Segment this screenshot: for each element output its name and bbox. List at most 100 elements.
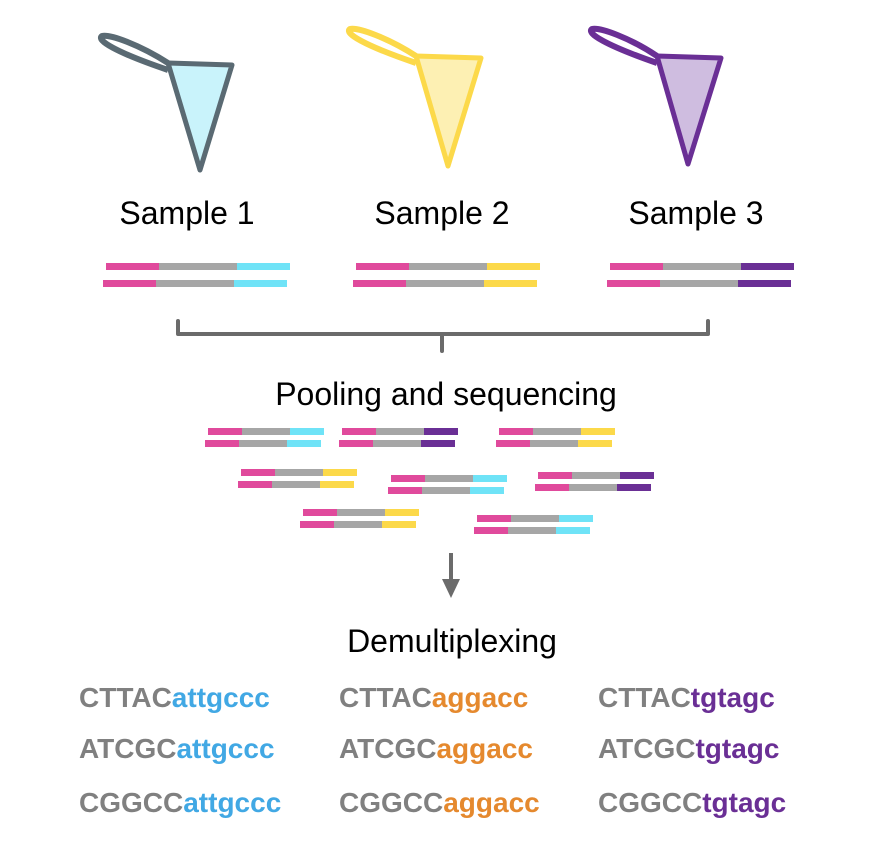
insert-segment — [239, 440, 287, 447]
adapter-segment — [342, 428, 376, 435]
insert-segment — [242, 428, 290, 435]
barcode-segment — [234, 280, 287, 287]
adapter-segment — [538, 472, 572, 479]
barcode-segment — [487, 263, 540, 270]
sequence-barcode: attgccc — [183, 787, 281, 818]
sample-3-label: Sample 3 — [628, 195, 763, 231]
sequence-prefix: CGGCC — [339, 787, 443, 818]
insert-segment — [530, 440, 578, 447]
barcode-segment — [556, 527, 590, 534]
barcode-segment — [578, 440, 612, 447]
insert-segment — [422, 487, 470, 494]
adapter-segment — [205, 440, 239, 447]
tube-sample-1 — [97, 32, 235, 173]
barcode-segment — [470, 487, 504, 494]
insert-segment — [156, 280, 234, 287]
sequence-r1-c1: CTTACattgccc — [79, 682, 270, 713]
insert-segment — [533, 428, 581, 435]
barcode-segment — [581, 428, 615, 435]
insert-segment — [508, 527, 556, 534]
adapter-segment — [106, 263, 159, 270]
barcode-segment — [320, 481, 354, 488]
barcode-segment — [738, 280, 791, 287]
tube-sample-2 — [345, 25, 484, 169]
sequence-r3-c3: CGGCCtgtagc — [598, 787, 786, 818]
adapter-segment — [496, 440, 530, 447]
insert-segment — [511, 515, 559, 522]
sample-2-label: Sample 2 — [374, 195, 509, 231]
pooling-label: Pooling and sequencing — [275, 376, 617, 412]
sequence-r1-c2: CTTACaggacc — [339, 682, 528, 713]
adapter-segment — [607, 280, 660, 287]
barcode-segment — [484, 280, 537, 287]
sequence-r3-c1: CGGCCattgccc — [79, 787, 281, 818]
sequence-r1-c3: CTTACtgtagc — [598, 682, 775, 713]
insert-segment — [569, 484, 617, 491]
pooled-reads — [205, 428, 654, 534]
insert-segment — [159, 263, 237, 270]
insert-segment — [376, 428, 424, 435]
barcode-segment — [385, 509, 419, 516]
barcode-segment — [617, 484, 651, 491]
sequence-barcode: attgccc — [176, 733, 274, 764]
barcode-segment — [424, 428, 458, 435]
insert-segment — [272, 481, 320, 488]
adapter-segment — [303, 509, 337, 516]
adapter-segment — [238, 481, 272, 488]
adapter-segment — [499, 428, 533, 435]
adapter-segment — [300, 521, 334, 528]
pooled-read-pair — [300, 509, 419, 528]
down-arrow-icon — [442, 553, 460, 598]
sequence-barcode: aggacc — [436, 733, 533, 764]
insert-segment — [373, 440, 421, 447]
sequence-barcode: aggacc — [443, 787, 540, 818]
sequence-prefix: CTTAC — [79, 682, 172, 713]
adapter-segment — [474, 527, 508, 534]
insert-segment — [425, 475, 473, 482]
sequence-r2-c3: ATCGCtgtagc — [598, 733, 779, 764]
barcode-segment — [421, 440, 455, 447]
insert-segment — [406, 280, 484, 287]
pooled-read-pair — [205, 428, 324, 447]
sequence-barcode: tgtagc — [702, 787, 786, 818]
sequence-r2-c2: ATCGCaggacc — [339, 733, 533, 764]
insert-segment — [337, 509, 385, 516]
sequence-prefix: ATCGC — [598, 733, 695, 764]
barcode-segment — [382, 521, 416, 528]
pooled-read-pair — [474, 515, 593, 534]
sequence-prefix: ATCGC — [79, 733, 176, 764]
read-pair-sample-1 — [103, 263, 290, 287]
sequence-r2-c1: ATCGCattgccc — [79, 733, 275, 764]
adapter-segment — [339, 440, 373, 447]
adapter-segment — [391, 475, 425, 482]
pooled-read-pair — [535, 472, 654, 491]
pooled-read-pair — [496, 428, 615, 447]
insert-segment — [334, 521, 382, 528]
barcode-segment — [237, 263, 290, 270]
pooled-read-pair — [238, 469, 357, 488]
barcode-segment — [290, 428, 324, 435]
tube-sample-3 — [587, 25, 724, 167]
adapter-segment — [535, 484, 569, 491]
sequence-prefix: CGGCC — [79, 787, 183, 818]
adapter-segment — [356, 263, 409, 270]
sequence-prefix: ATCGC — [339, 733, 436, 764]
read-pair-sample-3 — [607, 263, 794, 287]
insert-segment — [409, 263, 487, 270]
adapter-segment — [388, 487, 422, 494]
sequence-barcode: tgtagc — [695, 733, 779, 764]
adapter-segment — [103, 280, 156, 287]
insert-segment — [663, 263, 741, 270]
adapter-segment — [241, 469, 275, 476]
sequence-prefix: CGGCC — [598, 787, 702, 818]
sequence-barcode: attgccc — [172, 682, 270, 713]
demultiplexing-label: Demultiplexing — [347, 623, 557, 659]
barcode-segment — [323, 469, 357, 476]
barcode-segment — [559, 515, 593, 522]
insert-segment — [275, 469, 323, 476]
adapter-segment — [208, 428, 242, 435]
barcode-segment — [741, 263, 794, 270]
sequence-prefix: CTTAC — [598, 682, 691, 713]
sequence-r3-c2: CGGCCaggacc — [339, 787, 540, 818]
